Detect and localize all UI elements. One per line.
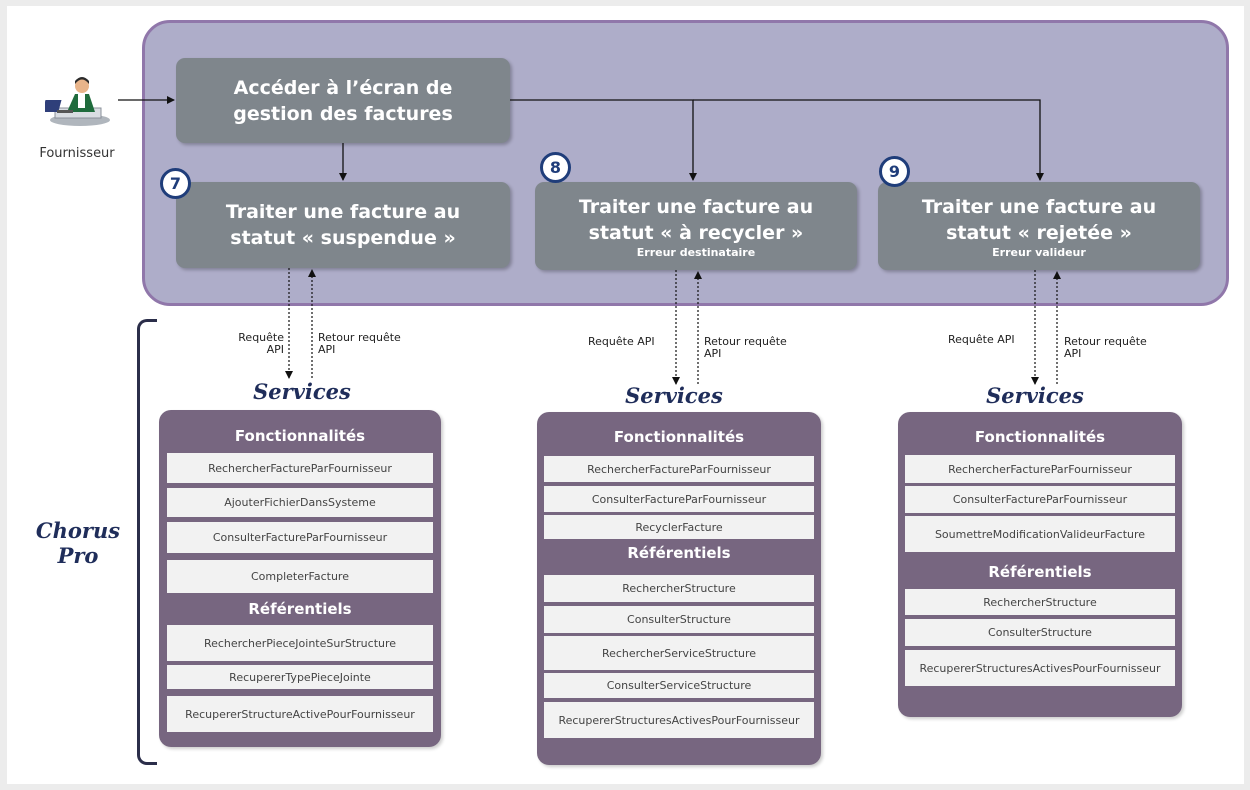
service-item: ConsulterServiceStructure [544, 673, 814, 698]
step-access-title: Accéder à l’écran de gestion des facture… [233, 76, 453, 125]
step-access-invoices: Accéder à l’écran de gestion des facture… [176, 58, 510, 143]
service-item: RecupererTypePieceJointe [167, 665, 433, 689]
service-item: RecupererStructuresActivesPourFournisseu… [905, 650, 1175, 686]
api-response-label-3: Retour requête API [1064, 335, 1147, 360]
services-title-3: Services [986, 383, 1084, 408]
step-recycle-title: Traiter une facture au statut « à recycl… [578, 195, 814, 244]
service-item: RecyclerFacture [544, 515, 814, 539]
step-suspended-title: Traiter une facture au statut « suspendu… [225, 201, 461, 249]
service-item: ConsulterFactureParFournisseur [167, 522, 433, 553]
step-8-badge: 8 [540, 152, 571, 183]
service-item: ConsulterStructure [544, 606, 814, 633]
actor-label: Fournisseur [39, 146, 115, 161]
service-item: ConsulterFactureParFournisseur [544, 486, 814, 512]
step-rejected-title: Traiter une facture au statut « rejetée … [921, 195, 1157, 244]
step-rejected-subtitle: Erreur valideur [992, 245, 1086, 259]
services-panel-rejected: Fonctionnalités RechercherFactureParFour… [898, 412, 1182, 717]
api-response-label-2: Retour requête API [704, 335, 787, 360]
referentials-header: Référentiels [627, 544, 731, 562]
api-request-label-3: Requête API [948, 333, 1015, 346]
service-item: RechercherStructure [544, 575, 814, 602]
api-response-label-1: Retour requête API [318, 331, 401, 356]
service-item: RecupererStructuresActivesPourFournisseu… [544, 702, 814, 738]
service-item: SoumettreModificationValideurFacture [905, 516, 1175, 552]
step-suspended: Traiter une facture au statut « suspendu… [176, 182, 510, 268]
service-item: RechercherStructure [905, 589, 1175, 615]
service-item: RechercherFactureParFournisseur [905, 455, 1175, 483]
service-item: RecupererStructureActivePourFournisseur [167, 696, 433, 732]
service-item: ConsulterFactureParFournisseur [905, 486, 1175, 513]
service-item: AjouterFichierDansSysteme [167, 488, 433, 517]
services-title-2: Services [625, 383, 723, 408]
services-panel-suspended: Fonctionnalités RechercherFactureParFour… [159, 410, 441, 747]
step-recycle-subtitle: Erreur destinataire [636, 245, 756, 259]
step-recycle: Traiter une facture au statut « à recycl… [535, 182, 857, 270]
service-item: RechercherPieceJointeSurStructure [167, 625, 433, 661]
service-item: CompleterFacture [167, 560, 433, 593]
services-panel-recycle: Fonctionnalités RechercherFactureParFour… [537, 412, 821, 765]
api-request-label-2: Requête API [588, 335, 655, 348]
referentials-header: Référentiels [988, 563, 1092, 581]
service-item: RechercherServiceStructure [544, 636, 814, 670]
functionalities-header: Fonctionnalités [234, 427, 366, 445]
functionalities-header: Fonctionnalités [613, 428, 745, 446]
step-7-badge: 7 [160, 168, 191, 199]
referentials-header: Référentiels [248, 600, 352, 618]
chorus-pro-label: Chorus Pro [35, 518, 121, 568]
services-title-1: Services [253, 379, 351, 404]
chorus-pro-bracket [137, 319, 157, 765]
service-item: ConsulterStructure [905, 619, 1175, 646]
user-at-desk-icon [42, 72, 115, 128]
step-rejected: Traiter une facture au statut « rejetée … [878, 182, 1200, 270]
service-item: RechercherFactureParFournisseur [167, 453, 433, 483]
step-9-badge: 9 [879, 156, 910, 187]
api-request-label-1: Requête API [238, 331, 284, 356]
functionalities-header: Fonctionnalités [974, 428, 1106, 446]
service-item: RechercherFactureParFournisseur [544, 456, 814, 482]
